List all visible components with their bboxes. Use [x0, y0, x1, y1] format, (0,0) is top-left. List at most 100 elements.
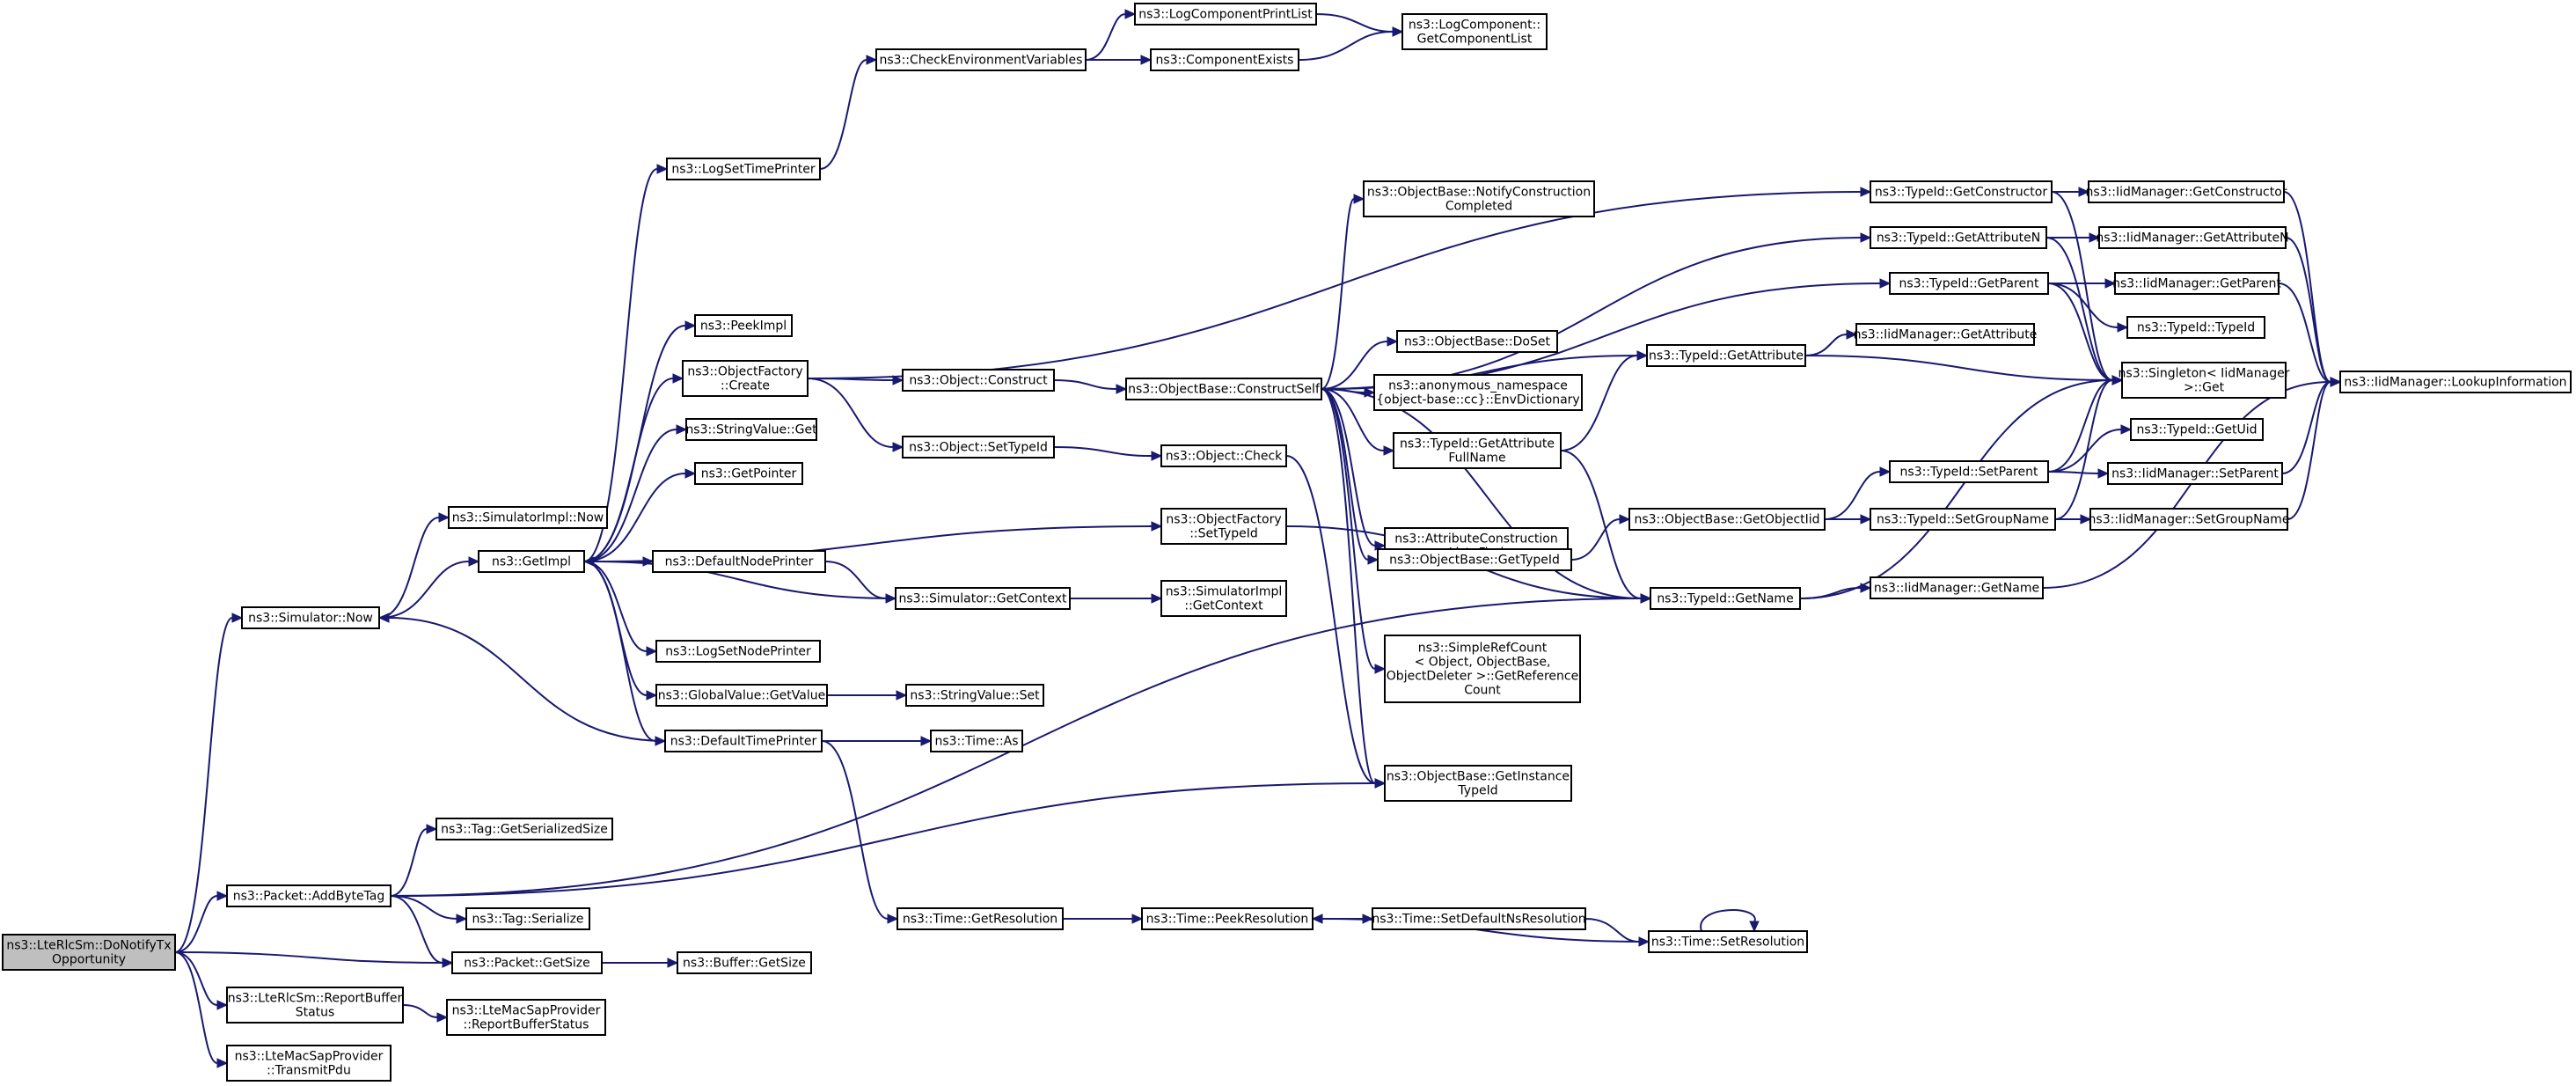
node-box: [902, 369, 1055, 392]
node-peekimpl[interactable]: ns3::PeekImpl: [694, 314, 793, 337]
node-bufgetsize[interactable]: ns3::Buffer::GetSize: [677, 951, 812, 974]
node-timesetdefns[interactable]: ns3::Time::SetDefaultNsResolution: [1372, 907, 1586, 930]
node-obgettypeid[interactable]: ns3::ObjectBase::GetTypeId: [1377, 548, 1572, 571]
node-reportbuf[interactable]: ns3::LteRlcSm::ReportBufferStatus: [226, 987, 404, 1024]
node-doset[interactable]: ns3::ObjectBase::DoSet: [1396, 330, 1558, 353]
node-timepeekres[interactable]: ns3::Time::PeekResolution: [1141, 907, 1314, 930]
node-deftimeprinter[interactable]: ns3::DefaultTimePrinter: [664, 730, 823, 752]
node-box: [1870, 180, 2053, 203]
node-defnodeprinter[interactable]: ns3::DefaultNodePrinter: [652, 550, 826, 573]
node-iidgetconstr[interactable]: ns3::IidManager::GetConstructor: [2085, 180, 2287, 203]
node-label: ns3::AttributeConstruction: [1394, 532, 1557, 547]
node-pktgetsize[interactable]: ns3::Packet::GetSize: [451, 951, 603, 974]
edge-arrowhead: [2080, 514, 2092, 525]
node-logcompget[interactable]: ns3::LogComponent::GetComponentList: [1401, 13, 1548, 50]
node-objsettypeid[interactable]: ns3::Object::SetTypeId: [902, 436, 1055, 459]
node-label: ns3::anonymous_namespace: [1388, 379, 1568, 393]
node-label: ns3::LogSetNodePrinter: [665, 645, 811, 659]
node-tagser[interactable]: ns3::Tag::Serialize: [465, 907, 590, 930]
node-transmitpdu[interactable]: ns3::LteMacSapProvider::TransmitPdu: [226, 1045, 392, 1082]
node-box: [1377, 548, 1572, 571]
edge-arrowhead: [1636, 350, 1649, 361]
node-box: [2088, 180, 2285, 203]
edge-simgetctx-simimplgetctx: [1070, 593, 1163, 604]
node-simplerefcount[interactable]: ns3::SimpleRefCount< Object, ObjectBase,…: [1384, 635, 1581, 703]
node-box: [1393, 432, 1562, 469]
node-tidgetparent[interactable]: ns3::TypeId::GetParent: [1889, 272, 2049, 295]
node-simnow[interactable]: ns3::Simulator::Now: [241, 606, 380, 629]
node-simgetctx[interactable]: ns3::Simulator::GetContext: [895, 587, 1071, 610]
node-getpointer[interactable]: ns3::GetPointer: [694, 462, 803, 485]
node-objcheck[interactable]: ns3::Object::Check: [1160, 444, 1287, 467]
node-label: ns3::Time::PeekResolution: [1146, 913, 1309, 927]
node-box: [1363, 180, 1595, 217]
node-tidgetattr[interactable]: ns3::TypeId::GetAttribute: [1646, 344, 1806, 367]
node-box: [655, 640, 821, 663]
node-label: >::Get: [2184, 381, 2225, 395]
node-iidlookup[interactable]: ns3::IidManager::LookupInformation: [2339, 371, 2572, 393]
node-globalgetvalue[interactable]: ns3::GlobalValue::GetValue: [655, 684, 828, 707]
edge-arrowhead: [216, 1058, 229, 1068]
edge-arrowhead: [231, 613, 244, 623]
node-box: [1125, 378, 1322, 400]
node-label: ns3::IidManager::SetGroupName: [2089, 513, 2290, 527]
edge-arrowhead: [377, 613, 390, 623]
edge-objsettypeid-objcheck: [1053, 446, 1163, 461]
node-getimpl[interactable]: ns3::GetImpl: [478, 550, 585, 573]
edge-line: [1321, 341, 1388, 390]
node-timesetres[interactable]: ns3::Time::SetResolution: [1648, 930, 1808, 953]
node-addbytetag[interactable]: ns3::Packet::AddByteTag: [226, 884, 392, 907]
node-objconstruct[interactable]: ns3::Object::Construct: [902, 369, 1055, 392]
node-label: ns3::SimulatorImpl::Now: [452, 511, 604, 525]
node-constructself[interactable]: ns3::ObjectBase::ConstructSelf: [1125, 378, 1322, 400]
node-tidgetuid[interactable]: ns3::TypeId::GetUid: [2130, 418, 2264, 441]
node-notifyconstr[interactable]: ns3::ObjectBase::NotifyConstructionCompl…: [1363, 180, 1595, 217]
node-tidsetgroup[interactable]: ns3::TypeId::SetGroupName: [1870, 508, 2056, 531]
edge-getimpl-objfcreate: [583, 373, 684, 562]
node-taggetser[interactable]: ns3::Tag::GetSerializedSize: [435, 818, 613, 840]
node-logsetnode[interactable]: ns3::LogSetNodePrinter: [655, 640, 821, 663]
edge-timegetres-timepeekres: [1063, 914, 1144, 924]
edge-line: [1321, 388, 1385, 451]
node-logcompprint[interactable]: ns3::LogComponentPrintList: [1134, 3, 1317, 26]
edge-arrowhead: [426, 824, 438, 834]
node-strvalset[interactable]: ns3::StringValue::Set: [905, 684, 1044, 707]
node-simimplnow[interactable]: ns3::SimulatorImpl::Now: [448, 506, 608, 529]
node-objfsettypeid[interactable]: ns3::ObjectFactory::SetTypeId: [1160, 508, 1287, 545]
node-macreport[interactable]: ns3::LteMacSapProvider::ReportBufferStat…: [446, 999, 606, 1036]
node-strvalget[interactable]: ns3::StringValue::Get: [685, 418, 817, 441]
node-label: ns3::Object::SetTypeId: [909, 441, 1048, 455]
node-label: ::Create: [721, 379, 770, 393]
edge-getimpl-getpointer: [583, 468, 697, 562]
node-timegetres[interactable]: ns3::Time::GetResolution: [896, 907, 1064, 930]
node-timeas[interactable]: ns3::Time::As: [930, 730, 1023, 752]
node-tidgetname[interactable]: ns3::TypeId::GetName: [1650, 587, 1801, 610]
node-tidsetparent[interactable]: ns3::TypeId::SetParent: [1889, 460, 2049, 483]
node-tidtypeid[interactable]: ns3::TypeId::TypeId: [2126, 316, 2265, 339]
edge-objfcreate-objsettypeid: [807, 378, 904, 452]
node-checkenv[interactable]: ns3::CheckEnvironmentVariables: [875, 48, 1087, 71]
node-tidgetconstr[interactable]: ns3::TypeId::GetConstructor: [1870, 180, 2053, 203]
node-label: ns3::Time::SetDefaultNsResolution: [1372, 913, 1585, 927]
node-envdict[interactable]: ns3::anonymous_namespace{object-base::cc…: [1373, 374, 1583, 411]
node-iidsetgroup[interactable]: ns3::IidManager::SetGroupName: [2089, 508, 2290, 531]
node-iidgetparent[interactable]: ns3::IidManager::GetParent: [2112, 272, 2281, 295]
node-iidgetname[interactable]: ns3::IidManager::GetName: [1870, 576, 2044, 599]
edge-line: [583, 429, 677, 562]
node-singleton[interactable]: ns3::Singleton< IidManager>::Get: [2119, 362, 2290, 399]
node-iidsetparent[interactable]: ns3::IidManager::SetParent: [2107, 462, 2283, 485]
node-getobjectiid[interactable]: ns3::ObjectBase::GetObjectIid: [1628, 508, 1826, 531]
node-simimplgetctx[interactable]: ns3::SimulatorImpl::GetContext: [1160, 580, 1287, 617]
node-iidgetattrn[interactable]: ns3::IidManager::GetAttributeN: [2096, 226, 2289, 249]
node-objfcreate[interactable]: ns3::ObjectFactory::Create: [682, 360, 809, 397]
node-logsettime[interactable]: ns3::LogSetTimePrinter: [666, 158, 821, 180]
node-iidgetattr[interactable]: ns3::IidManager::GetAttribute: [1854, 323, 2038, 346]
node-box: [664, 730, 823, 752]
node-tidgetattrn[interactable]: ns3::TypeId::GetAttributeN: [1870, 226, 2047, 249]
edge-arrowhead: [676, 424, 688, 435]
node-compexists[interactable]: ns3::ComponentExists: [1150, 48, 1299, 71]
